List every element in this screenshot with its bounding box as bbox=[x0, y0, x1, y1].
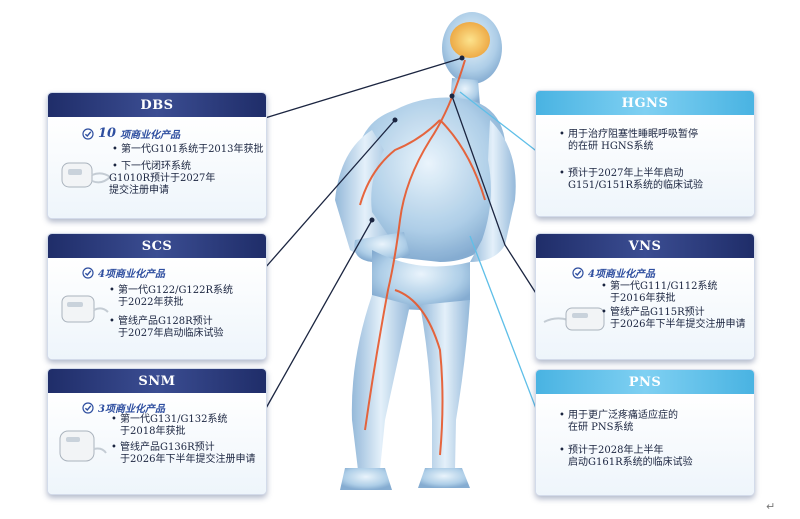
scs-subtitle: 4项商业化产品 bbox=[82, 265, 165, 280]
pns-title: PNS bbox=[628, 374, 662, 390]
check-circle-icon bbox=[572, 266, 584, 279]
scs-card: SCS 4项商业化产品 • 第一代G122/G122R系统 于2022年获批 •… bbox=[47, 233, 267, 360]
pns-bullet-1-line-1: 用于更广泛疼痛适应症的 bbox=[568, 410, 678, 421]
dbs-bullet-2-line-1: 下一代闭环系统 bbox=[121, 161, 191, 172]
snm-bullet-2: • 管线产品G136R预计 于2026年下半年提交注册申请 bbox=[111, 442, 256, 465]
device-image bbox=[543, 307, 605, 331]
body-silhouette bbox=[335, 12, 516, 490]
hgns-card: HGNS • 用于治疗阻塞性睡眠呼吸暂停 的在研 HGNS系统 • 预计于202… bbox=[535, 90, 755, 217]
hgns-bullet-2-line-2: G151/G151R系统的临床试验 bbox=[568, 180, 704, 191]
check-circle-icon bbox=[82, 401, 94, 414]
pns-bullet-2-line-2: 启动G161R系统的临床试验 bbox=[568, 457, 693, 468]
vns-card: VNS 4项商业化产品 • 第一代G111/G112系统 于2016年获批 • … bbox=[535, 233, 755, 360]
vns-bullet-2-line-1: 管线产品G115R预计 bbox=[610, 307, 705, 318]
scs-bullet-2: • 管线产品G128R预计 于2027年启动临床试验 bbox=[109, 316, 224, 339]
snm-bullet-2-line-2: 于2026年下半年提交注册申请 bbox=[120, 454, 256, 465]
nerve-lines bbox=[359, 59, 486, 456]
brain-highlight bbox=[450, 22, 490, 58]
check-circle-icon bbox=[82, 127, 94, 140]
snm-subtitle-text: 3项商业化产品 bbox=[98, 404, 165, 415]
hgns-bullet-1-line-2: 的在研 HGNS系统 bbox=[568, 141, 654, 152]
vns-bullet-2: • 管线产品G115R预计 于2026年下半年提交注册申请 bbox=[601, 307, 746, 330]
hgns-bullet-2-line-1: 预计于2027年上半年启动 bbox=[568, 168, 684, 179]
hgns-card-header: HGNS bbox=[536, 91, 754, 115]
pns-bullet-1-line-2: 在研 PNS系统 bbox=[568, 422, 634, 433]
dbs-bullet-2-line-2: G1010R预计于2027年 bbox=[109, 173, 216, 184]
pns-bullet-1: • 用于更广泛疼痛适应症的 在研 PNS系统 bbox=[559, 410, 678, 433]
hgns-bullet-1-line-1: 用于治疗阻塞性睡眠呼吸暂停 bbox=[568, 129, 698, 140]
snm-card: SNM 3项商业化产品 • 第一代G131/G132系统 于2018年获批 • … bbox=[47, 368, 267, 495]
hgns-bullet-2: • 预计于2027年上半年启动 G151/G151R系统的临床试验 bbox=[559, 168, 704, 191]
snm-bullet-1-line-1: 第一代G131/G132系统 bbox=[120, 414, 228, 425]
scs-bullet-2-line-2: 于2027年启动临床试验 bbox=[118, 328, 224, 339]
check-circle-icon bbox=[82, 266, 94, 279]
vns-card-header: VNS bbox=[536, 234, 754, 258]
vns-bullet-1-line-2: 于2016年获批 bbox=[610, 293, 676, 304]
pns-card: PNS • 用于更广泛疼痛适应症的 在研 PNS系统 • 预计于2028年上半年… bbox=[535, 369, 755, 496]
hgns-bullet-1: • 用于治疗阻塞性睡眠呼吸暂停 的在研 HGNS系统 bbox=[559, 129, 698, 152]
device-image bbox=[61, 295, 109, 323]
dbs-subtitle-number: 10 bbox=[98, 126, 117, 141]
dbs-bullet-1-line-1: 第一代G101系统于2013年获批 bbox=[121, 144, 264, 155]
pns-bullet-2: • 预计于2028年上半年 启动G161R系统的临床试验 bbox=[559, 445, 693, 468]
scs-title: SCS bbox=[141, 238, 173, 254]
vns-bullet-2-line-2: 于2026年下半年提交注册申请 bbox=[610, 319, 746, 330]
hgns-title: HGNS bbox=[621, 95, 669, 111]
snm-card-header: SNM bbox=[48, 369, 266, 393]
pns-bullet-2-line-1: 预计于2028年上半年 bbox=[568, 445, 664, 456]
dbs-card: DBS 10 项商业化产品 •第一代G101系统于2013年获批 • 下一代闭环… bbox=[47, 92, 267, 219]
return-mark: ↵ bbox=[766, 500, 776, 513]
snm-bullet-2-line-1: 管线产品G136R预计 bbox=[120, 442, 215, 453]
vns-subtitle: 4项商业化产品 bbox=[572, 265, 655, 280]
device-image bbox=[59, 430, 107, 462]
vns-bullet-1-line-1: 第一代G111/G112系统 bbox=[610, 281, 718, 292]
dbs-title: DBS bbox=[140, 97, 174, 113]
dbs-subtitle-text: 项商业化产品 bbox=[120, 130, 181, 141]
scs-bullet-2-line-1: 管线产品G128R预计 bbox=[118, 316, 213, 327]
dbs-bullet-2-line-3: 提交注册申请 bbox=[109, 185, 169, 196]
dbs-subtitle: 10 项商业化产品 bbox=[82, 126, 180, 141]
snm-bullet-1-line-2: 于2018年获批 bbox=[120, 426, 186, 437]
scs-bullet-1-line-2: 于2022年获批 bbox=[118, 297, 184, 308]
snm-bullet-1: • 第一代G131/G132系统 于2018年获批 bbox=[111, 414, 228, 437]
snm-subtitle: 3项商业化产品 bbox=[82, 400, 165, 415]
vns-subtitle-text: 4项商业化产品 bbox=[588, 269, 655, 280]
vns-title: VNS bbox=[628, 238, 662, 254]
connector-dots bbox=[369, 55, 465, 223]
device-image bbox=[61, 162, 112, 188]
snm-title: SNM bbox=[138, 373, 176, 389]
scs-bullet-1-line-1: 第一代G122/G122R系统 bbox=[118, 285, 234, 296]
scs-bullet-1: • 第一代G122/G122R系统 于2022年获批 bbox=[109, 285, 234, 308]
scs-card-header: SCS bbox=[48, 234, 266, 258]
pns-card-header: PNS bbox=[536, 370, 754, 394]
vns-bullet-1: • 第一代G111/G112系统 于2016年获批 bbox=[601, 281, 718, 304]
dbs-bullet-1: •第一代G101系统于2013年获批 bbox=[112, 144, 264, 155]
scs-subtitle-text: 4项商业化产品 bbox=[98, 269, 165, 280]
dbs-card-header: DBS bbox=[48, 93, 266, 117]
dbs-bullet-2: • 下一代闭环系统 G1010R预计于2027年 提交注册申请 bbox=[109, 161, 216, 196]
